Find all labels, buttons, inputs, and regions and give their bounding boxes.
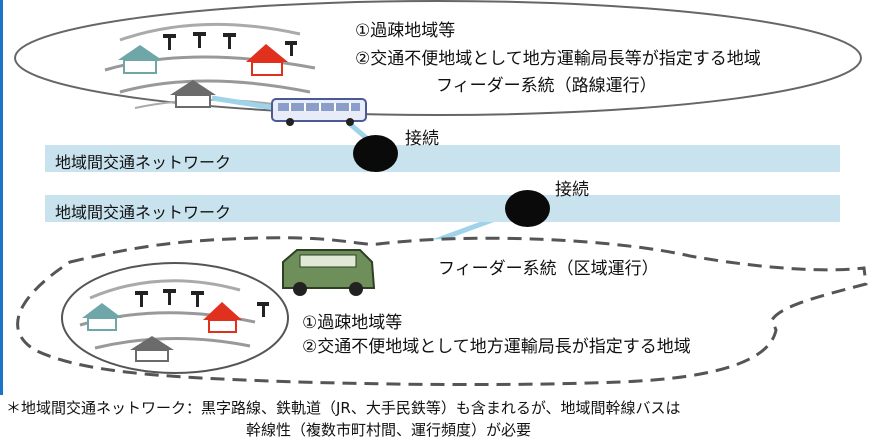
bottom-house-teal — [82, 303, 122, 331]
bottom-house-gray — [130, 336, 174, 362]
bottom-house-red — [203, 302, 242, 333]
top-settlement-illustration — [104, 22, 316, 109]
network-2-connect-label: 接続 — [555, 180, 589, 200]
van-illustration — [282, 249, 376, 296]
network-1-connection-node — [353, 135, 398, 172]
bottom-settlement-ellipse — [61, 262, 289, 374]
footnote-line-2: 幹線性（複数市町村間、運行頻度）が必要 — [246, 421, 532, 439]
top-condition-2: ②交通不便地域として地方運輸局長等が指定する地域 — [355, 49, 761, 69]
footnote-line-1: ＊地域間交通ネットワーク：黒字路線、鉄軌道（JR、大手民鉄等）も含まれるが、地域… — [6, 399, 681, 417]
top-condition-1: ①過疎地域等 — [355, 21, 456, 41]
left-accent-bar — [0, 0, 3, 395]
network-1-connect-label: 接続 — [405, 129, 439, 149]
network-band-1 — [45, 145, 840, 172]
top-feeder-label: フィーダー系統（路線運行） — [436, 76, 657, 96]
top-house-red — [246, 44, 288, 76]
bottom-trees — [135, 289, 269, 317]
bottom-settlement-illustration — [79, 279, 269, 362]
bottom-condition-2: ②交通不便地域として地方運輸局長が指定する地域 — [302, 337, 691, 357]
bottom-feeder-label: フィーダー系統（区域運行） — [438, 259, 659, 279]
top-house-gray — [170, 80, 216, 108]
bus-illustration — [271, 98, 367, 126]
network-2-connection-node — [505, 190, 550, 227]
top-house-teal — [118, 45, 162, 74]
top-trees — [163, 32, 297, 56]
bottom-condition-1: ①過疎地域等 — [302, 313, 403, 333]
network-band-2 — [45, 195, 840, 222]
top-area-ellipse — [14, 0, 862, 116]
network-1-label: 地域間交通ネットワーク — [55, 153, 232, 172]
network-2-label: 地域間交通ネットワーク — [55, 203, 232, 222]
